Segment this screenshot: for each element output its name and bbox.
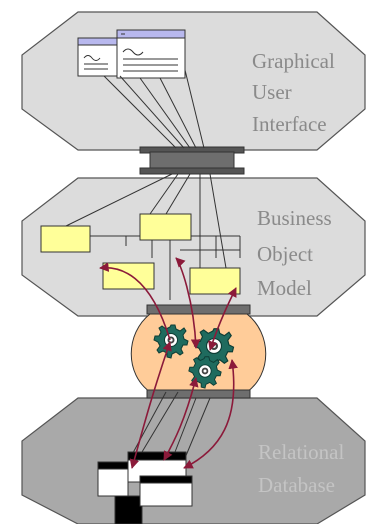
bom-label-line: Model: [257, 276, 312, 300]
bom-object: [139, 213, 192, 241]
bom-object: [40, 225, 91, 253]
gui-label-line: Graphical: [252, 49, 335, 73]
db-label-line: Database: [258, 473, 335, 497]
engine: [130, 304, 267, 399]
gui-window-front: [116, 29, 186, 79]
gui-label-line: User: [252, 80, 292, 104]
bom-label-line: Object: [257, 242, 313, 266]
gui-connector-lines: [103, 69, 205, 149]
gui-layer-label: Graphical User Interface: [252, 49, 335, 136]
db-label-line: Relational: [258, 440, 344, 464]
data-flow-arrows: [99, 257, 238, 469]
gui-label-line: Interface: [252, 112, 327, 136]
table-icon: [139, 475, 193, 507]
gui-bom-connector: [139, 146, 245, 175]
bom-object: [102, 262, 155, 290]
db-layer-label: Relational Database: [258, 440, 344, 497]
bom-layer-label: Business Object Model: [257, 206, 332, 300]
bom-object: [189, 267, 241, 295]
bom-label-line: Business: [257, 206, 332, 230]
